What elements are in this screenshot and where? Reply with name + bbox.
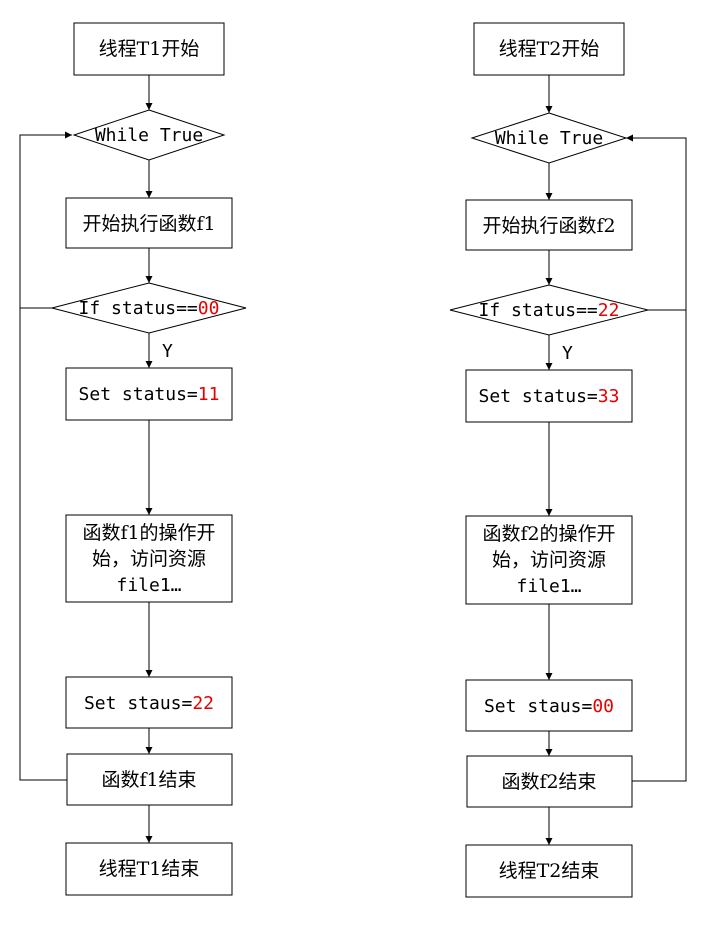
t2-funcend-box — [466, 755, 633, 808]
t1-loop-diamond — [72, 109, 226, 161]
t2-loop-label: While True — [495, 128, 603, 149]
t1-start-box — [73, 22, 225, 76]
t2-loop-diamond — [470, 112, 628, 164]
t1-funcend-box — [66, 753, 233, 806]
t1-op-line1: 函数f1的操作开 — [82, 522, 215, 544]
t1-set1-value: 11 — [198, 384, 220, 405]
t1-exec-label: 开始执行函数f1 — [82, 213, 215, 235]
t2-set2-prefix: Set staus= — [484, 696, 593, 717]
t2-op-line3: file1… — [516, 576, 581, 597]
t1-start-label: 线程T1开始 — [99, 38, 200, 60]
t2-cond-prefix: If status== — [479, 300, 598, 321]
edge-t2-funcend-loopback — [626, 134, 687, 782]
t1-cond-prefix: If status== — [79, 298, 198, 319]
t2-exec-box — [465, 199, 633, 251]
t1-cond-value: 00 — [198, 298, 220, 319]
t1-set2-box — [65, 676, 233, 729]
thread-t2-flow: 线程T2开始 While True 开始执行函数f2 If status==22… — [449, 22, 687, 898]
thread-t1-flow: 线程T1开始 While True 开始执行函数f1 If status==00… — [19, 22, 247, 896]
t2-set1-label: Set status=33 — [479, 386, 620, 407]
t2-cond-diamond — [449, 284, 649, 336]
t2-threadend-box — [465, 844, 633, 898]
t2-yes-label: Y — [562, 343, 573, 364]
t1-threadend-label: 线程T1结束 — [99, 858, 200, 880]
t2-start-box — [473, 22, 625, 76]
t1-set2-value: 22 — [192, 693, 214, 714]
t2-set2-value: 00 — [592, 696, 614, 717]
t1-funcend-label: 函数f1结束 — [101, 769, 196, 791]
t2-set2-box — [465, 679, 633, 732]
t2-exec-label: 开始执行函数f2 — [482, 215, 615, 237]
t2-cond-value: 22 — [598, 300, 620, 321]
t1-op-box — [65, 514, 233, 603]
t2-threadend-label: 线程T2结束 — [499, 860, 600, 882]
t1-set2-prefix: Set staus= — [84, 693, 193, 714]
t1-cond-label: If status==00 — [79, 298, 220, 319]
t1-yes-label: Y — [162, 341, 173, 362]
t2-set2-label: Set staus=00 — [484, 696, 614, 717]
t1-op-line3: file1… — [116, 575, 181, 596]
t1-cond-diamond — [51, 282, 247, 334]
t1-set2-label: Set staus=22 — [84, 693, 214, 714]
t1-op-line2: 始，访问资源 — [92, 548, 206, 570]
t2-set1-prefix: Set status= — [479, 386, 598, 407]
t2-cond-label: If status==22 — [479, 300, 620, 321]
t1-set1-box — [65, 367, 233, 421]
t2-set1-box — [465, 369, 633, 423]
t2-op-line2: 始，访问资源 — [492, 549, 606, 571]
t2-op-box — [465, 515, 633, 605]
t1-loop-label: While True — [95, 125, 203, 146]
t1-set1-label: Set status=11 — [79, 384, 220, 405]
t1-threadend-box — [65, 842, 233, 896]
edge-t1-funcend-loopback — [19, 131, 72, 781]
t2-set1-value: 33 — [598, 386, 620, 407]
t1-exec-box — [65, 197, 233, 249]
t2-start-label: 线程T2开始 — [499, 38, 600, 60]
t1-set1-prefix: Set status= — [79, 384, 198, 405]
t2-op-line1: 函数f2的操作开 — [482, 523, 615, 545]
t2-funcend-label: 函数f2结束 — [501, 771, 596, 793]
